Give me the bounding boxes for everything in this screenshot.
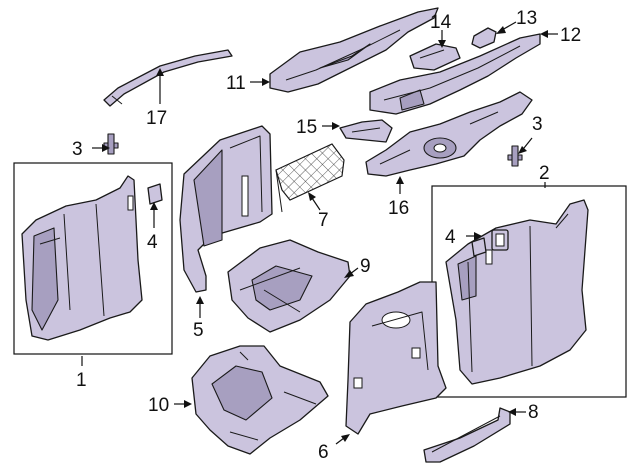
part-17-weatherstrip[interactable]: [103, 49, 233, 107]
callout-2: 2: [539, 163, 550, 184]
part-12-upper-trim-right[interactable]: [369, 33, 541, 115]
callout-15: 15: [296, 117, 317, 138]
callout-16: 16: [388, 198, 409, 219]
callout-3-left: 3: [72, 139, 83, 160]
part-2-right-quarter-trim[interactable]: [445, 199, 589, 385]
callout-1: 1: [76, 370, 87, 391]
callout-12: 12: [560, 25, 581, 46]
callout-7: 7: [318, 210, 329, 231]
callout-14: 14: [430, 12, 452, 33]
part-3-fastener-left[interactable]: [103, 133, 119, 155]
part-14-cover[interactable]: [409, 43, 461, 71]
part-15-bracket[interactable]: [339, 119, 393, 143]
part-11-upper-trim[interactable]: [269, 7, 439, 93]
part-9-storage-tray[interactable]: [227, 239, 351, 333]
part-13-cap[interactable]: [471, 27, 497, 49]
callout-17: 17: [146, 108, 167, 129]
part-5-side-trim[interactable]: [179, 125, 273, 293]
part-16-speaker-bracket[interactable]: [365, 91, 533, 177]
callout-6: 6: [318, 442, 329, 463]
callout-13: 13: [516, 8, 537, 29]
callout-5: 5: [193, 320, 204, 341]
callout-11: 11: [226, 73, 246, 94]
part-8-sill-plate[interactable]: [423, 407, 511, 463]
part-3-fastener-right[interactable]: [507, 145, 523, 167]
callout-4-left: 4: [147, 232, 158, 253]
part-7-cargo-net[interactable]: [275, 143, 345, 213]
callout-9: 9: [360, 256, 371, 277]
part-1-left-quarter-trim[interactable]: [21, 175, 143, 341]
callout-labels: 1 2 3 3 4 4 5 6 7 8 9 10 11 12 13 14 15 …: [72, 8, 581, 463]
callout-3-right: 3: [532, 114, 543, 135]
callout-4-right: 4: [445, 227, 456, 248]
callout-8: 8: [528, 402, 539, 423]
part-10-lower-tray[interactable]: [191, 345, 329, 455]
callout-10: 10: [148, 395, 169, 416]
part-4-clip-right[interactable]: [471, 237, 487, 257]
part-4-clip-left[interactable]: [147, 183, 163, 205]
group-frame-left: [13, 162, 173, 355]
part-bracket-right[interactable]: [491, 229, 509, 251]
part-6-rear-trim-panel[interactable]: [345, 281, 447, 435]
leaders: [81, 21, 558, 445]
